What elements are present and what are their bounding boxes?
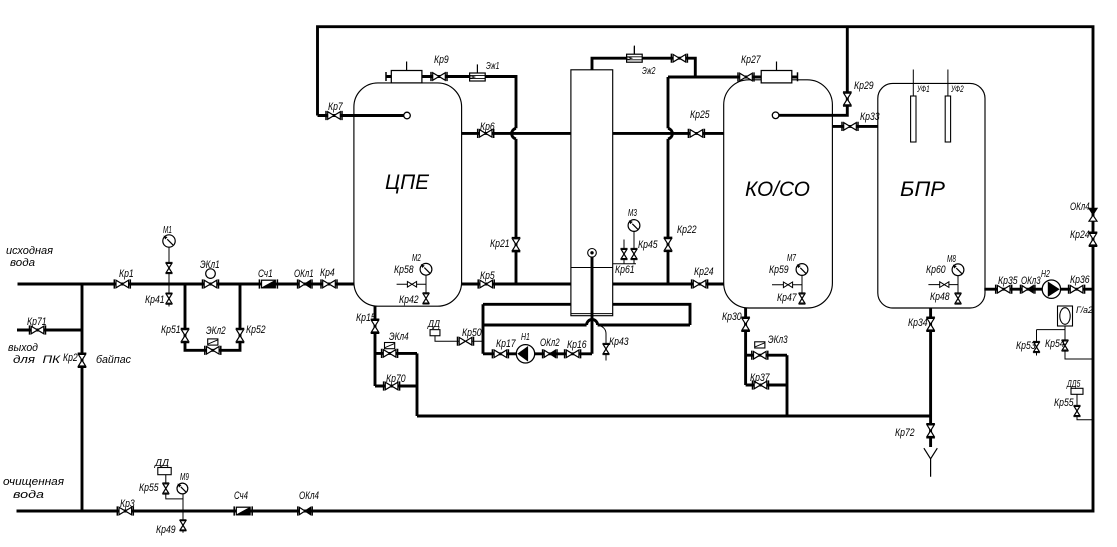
svg-text:Кр2: Кр2 bbox=[63, 352, 78, 364]
svg-text:Кр59: Кр59 bbox=[769, 264, 789, 276]
svg-text:очищенная: очищенная bbox=[3, 476, 64, 488]
svg-text:М3: М3 bbox=[628, 208, 637, 219]
svg-text:Кр47: Кр47 bbox=[777, 292, 797, 304]
svg-text:Кр41: Кр41 bbox=[145, 294, 165, 306]
svg-text:ДД5: ДД5 bbox=[1066, 379, 1080, 390]
svg-text:Кр43: Кр43 bbox=[609, 336, 629, 348]
svg-text:Кр49: Кр49 bbox=[156, 524, 176, 536]
svg-text:Сч4: Сч4 bbox=[234, 490, 248, 502]
svg-text:УФ2: УФ2 bbox=[950, 84, 964, 95]
svg-text:Кр33: Кр33 bbox=[860, 111, 880, 123]
svg-text:Кр24: Кр24 bbox=[1070, 229, 1090, 241]
svg-text:Кр7: Кр7 bbox=[328, 101, 343, 113]
svg-text:Кр16: Кр16 bbox=[567, 339, 587, 351]
svg-text:ДД: ДД bbox=[154, 458, 169, 469]
svg-text:Кр34: Кр34 bbox=[908, 317, 928, 329]
svg-text:М2: М2 bbox=[412, 253, 421, 264]
svg-text:Кр54: Кр54 bbox=[1045, 338, 1065, 350]
svg-text:Кр29: Кр29 bbox=[854, 80, 874, 92]
svg-text:Кр22: Кр22 bbox=[677, 224, 697, 236]
svg-text:ЭКл1: ЭКл1 bbox=[200, 259, 220, 271]
svg-text:Кр53: Кр53 bbox=[1016, 340, 1036, 352]
svg-text:Кр71: Кр71 bbox=[27, 316, 47, 328]
svg-text:Сч1: Сч1 bbox=[258, 268, 273, 280]
svg-text:Кр5: Кр5 bbox=[480, 270, 495, 282]
svg-text:Кр61: Кр61 bbox=[615, 264, 635, 276]
svg-text:Кр60: Кр60 bbox=[926, 264, 946, 276]
svg-text:Кр15: Кр15 bbox=[356, 312, 376, 324]
svg-text:Кр1: Кр1 bbox=[119, 268, 134, 280]
svg-text:Кр36: Кр36 bbox=[1070, 274, 1090, 286]
svg-text:Н2: Н2 bbox=[1041, 269, 1050, 280]
svg-text:М1: М1 bbox=[163, 225, 172, 236]
svg-text:ЭКл4: ЭКл4 bbox=[389, 331, 409, 343]
svg-text:Кр24: Кр24 bbox=[694, 266, 714, 278]
svg-text:Г/а2: Г/а2 bbox=[1076, 305, 1094, 316]
svg-text:Кр52: Кр52 bbox=[246, 324, 266, 336]
svg-text:Кр50: Кр50 bbox=[462, 327, 482, 339]
svg-text:ЭКл3: ЭКл3 bbox=[768, 334, 788, 346]
svg-text:Эж1: Эж1 bbox=[486, 61, 499, 72]
svg-text:Кр3: Кр3 bbox=[120, 498, 135, 510]
svg-text:Кр55: Кр55 bbox=[139, 482, 159, 494]
svg-text:ЭКл2: ЭКл2 bbox=[206, 325, 226, 337]
svg-text:ДД: ДД bbox=[427, 319, 440, 330]
svg-text:вода: вода bbox=[13, 489, 44, 501]
svg-text:Кр70: Кр70 bbox=[386, 373, 406, 385]
svg-text:Кр27: Кр27 bbox=[741, 54, 761, 66]
svg-text:Кр9: Кр9 bbox=[434, 54, 449, 66]
svg-text:М8: М8 bbox=[947, 254, 956, 265]
svg-text:Кр35: Кр35 bbox=[998, 275, 1018, 287]
svg-text:КО/СО: КО/СО bbox=[745, 178, 810, 201]
svg-text:Кр45: Кр45 bbox=[638, 239, 658, 251]
svg-text:УФ1: УФ1 bbox=[916, 84, 929, 95]
svg-text:байпас: байпас bbox=[96, 354, 131, 366]
svg-text:БПР: БПР bbox=[900, 178, 945, 201]
svg-text:ОКл1: ОКл1 bbox=[294, 268, 314, 280]
svg-text:ОКл3: ОКл3 bbox=[1021, 275, 1041, 287]
svg-text:Н1: Н1 bbox=[521, 332, 530, 343]
svg-text:Кр58: Кр58 bbox=[394, 264, 414, 276]
svg-text:Кр55: Кр55 bbox=[1054, 397, 1074, 409]
svg-text:Кр21: Кр21 bbox=[490, 238, 510, 250]
svg-text:ОКл4: ОКл4 bbox=[1070, 201, 1090, 213]
svg-text:Кр25: Кр25 bbox=[690, 109, 710, 121]
svg-text:Кр51: Кр51 bbox=[161, 324, 181, 336]
svg-text:ЦПЕ: ЦПЕ bbox=[385, 171, 430, 194]
svg-text:Эж2: Эж2 bbox=[642, 66, 656, 77]
svg-text:Кр72: Кр72 bbox=[895, 427, 915, 439]
svg-text:Кр48: Кр48 bbox=[930, 291, 950, 303]
svg-text:ОКл2: ОКл2 bbox=[540, 337, 560, 349]
svg-text:Кр37: Кр37 bbox=[750, 372, 770, 384]
svg-text:Кр17: Кр17 bbox=[496, 338, 516, 350]
svg-text:выход: выход bbox=[8, 342, 38, 354]
svg-text:М9: М9 bbox=[180, 472, 189, 483]
svg-text:М7: М7 bbox=[787, 253, 796, 264]
svg-text:исходная: исходная bbox=[6, 245, 53, 257]
svg-text:Кр4: Кр4 bbox=[320, 267, 335, 279]
svg-text:Кр42: Кр42 bbox=[399, 294, 419, 306]
svg-text:вода: вода bbox=[10, 257, 35, 269]
svg-text:Кр30: Кр30 bbox=[722, 311, 742, 323]
svg-text:ОКл4: ОКл4 bbox=[299, 490, 319, 502]
svg-text:Кр6: Кр6 bbox=[480, 121, 495, 133]
svg-text:для ПК: для ПК bbox=[13, 354, 61, 366]
